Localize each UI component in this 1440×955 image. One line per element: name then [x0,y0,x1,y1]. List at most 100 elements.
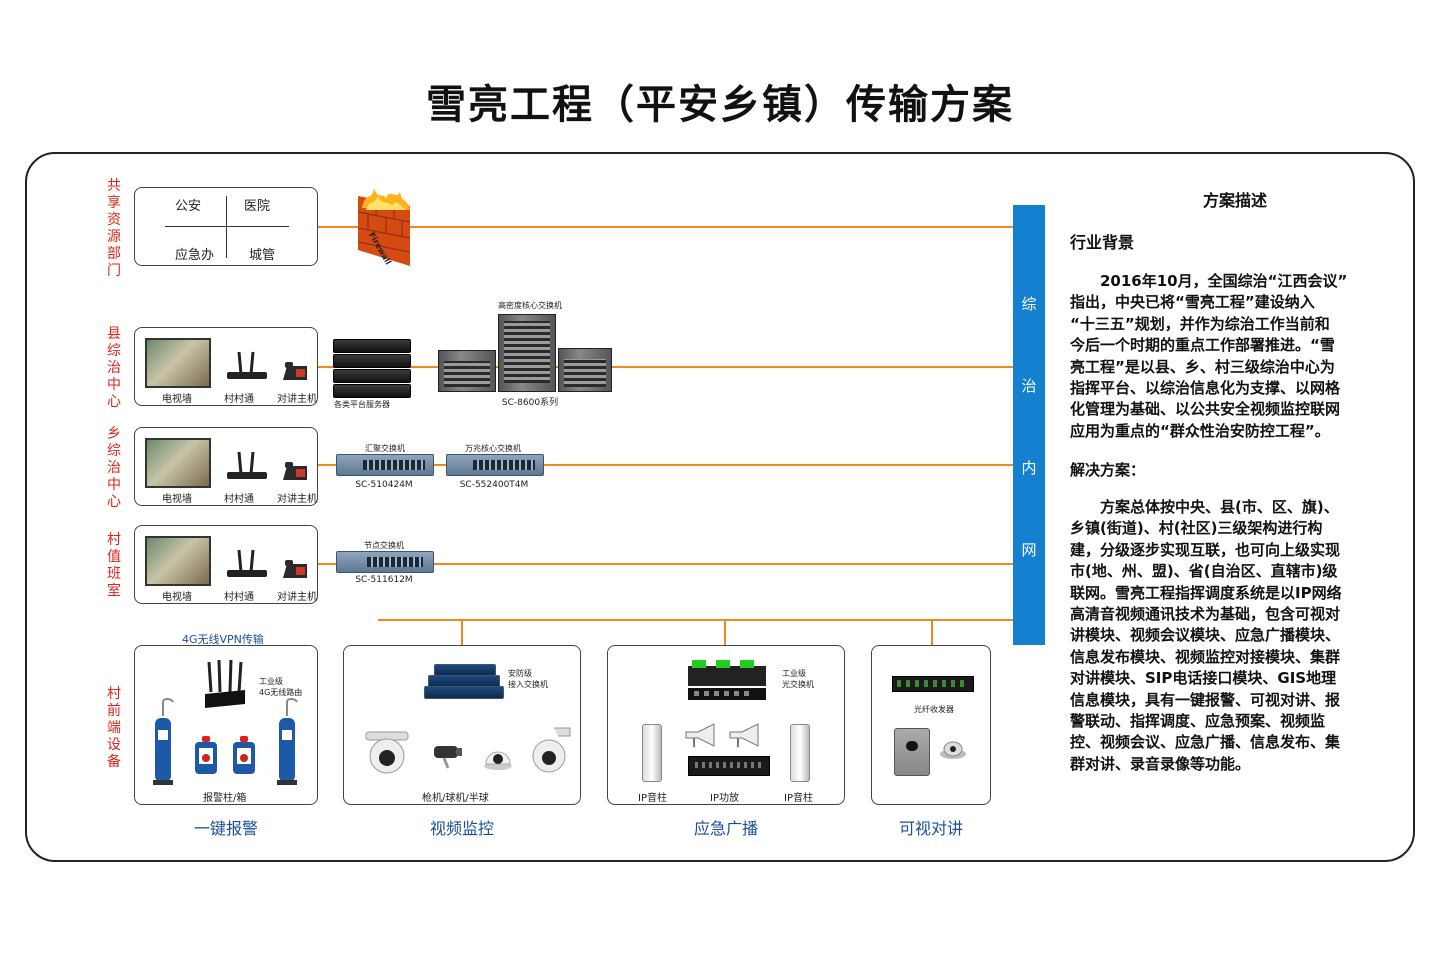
dept-emergency: 应急办 [175,248,215,263]
solution-line: 控、视频会议、应急广播、信息发布、集 [1070,733,1341,752]
video-wall-icon [145,536,211,586]
ten-gig-switch-icon [446,454,544,476]
core-switch-title: 高密度核心交换机 [498,301,562,310]
speed-dome-camera-icon [362,728,412,776]
link-county [318,366,1014,368]
background-line: 指挥平台、以综治信息化为支撑、以网格 [1070,379,1341,398]
solution-line: 信息模块，具有一键报警、可视对讲、报 [1070,690,1341,709]
core-chassis-left-icon [438,350,496,392]
link-drop-pa [724,619,726,645]
terminal-label-intercom: 对讲主机 [277,394,317,405]
microphone-icon [223,548,271,578]
vpn-label: 4G无线VPN传输 [182,633,264,646]
alarm-pillar-icon [275,696,299,786]
microphone-icon [223,450,271,480]
terminal-label-broadcast: 村村通 [224,592,254,603]
row-label-shared: 共享资源部门 [107,178,121,279]
horn-speaker-icon [684,722,724,748]
server-stack-icon [333,339,411,398]
node-switch-icon [336,551,434,573]
pa-label-amplifier: IP功放 [710,793,739,804]
background-line: 化管理为基础、以公共安全视频监控联网 [1070,400,1341,419]
solution-line: 市(地、州、盟)、省(自治区、直辖市)级 [1070,562,1338,581]
phone-icon [281,360,309,382]
agg-switch-title: 汇聚交换机 [365,444,405,453]
terminal-label-intercom: 对讲主机 [277,592,317,603]
column-speaker-icon [642,724,662,782]
row-label-town: 乡综治中心 [107,426,121,510]
solution-line: 讲模块、视频会议模块、应急广播模块、 [1070,626,1341,645]
bus-char-2: 治 [1021,377,1037,395]
alarm-box-icon [231,736,257,776]
ptz-camera-icon [524,726,574,776]
bus-char-1: 综 [1021,295,1037,313]
background-line: 指出，中央已将“雪亮工程”建设纳入 [1070,293,1315,312]
video-wall-icon [145,338,211,388]
background-line: 2016年10月，全国综治“江西会议” [1070,272,1348,290]
dept-box: 公安 医院 应急办 城管 [134,187,318,266]
category-broadcast: 应急广播 [693,819,758,838]
column-speaker-icon [790,724,810,782]
county-terminal-box: 电视墙 村村通 对讲主机 [134,327,318,406]
fiber-switch-label: 工业级 光交换机 [782,669,814,689]
town-terminal-box: 电视墙 村村通 对讲主机 [134,427,318,506]
core-chassis-large-icon [498,314,556,392]
background-line: 今后一个时期的重点工作部署推进。“雪 [1070,336,1335,355]
node-switch-model: SC-511612M [355,575,413,585]
solution-line: 警联动、指挥调度、应急预案、视频监 [1070,712,1326,731]
link-village [318,563,1014,565]
pa-label-speaker-right: IP音柱 [784,793,813,804]
link-drop-video [461,619,463,645]
video-wall-icon [145,438,211,488]
category-alarm: 一键报警 [193,819,258,838]
solution-title: 解决方案： [1070,461,1146,479]
solution-line: 方案总体按中央、县(市、区、旗)、 [1070,498,1339,516]
terminal-label-wall: 电视墙 [162,592,192,603]
terminal-label-wall: 电视墙 [162,394,192,405]
link-town [318,464,1014,466]
microphone-icon [223,350,271,380]
background-line: 应用为重点的“群众性治安防控工程”。 [1070,421,1330,440]
row-label-village: 村值班室 [107,532,121,599]
agg-switch-model: SC-510424M [355,480,413,490]
ten-gig-switch-model: SC-552400T4M [459,480,529,490]
solution-line: 建，分级逐步实现互联，也可向上级实现 [1070,540,1341,559]
terminal-label-wall: 电视墙 [162,494,192,505]
dept-divider-v [226,196,227,258]
background-line: “十三五”规划，并作为综治工作当前和 [1070,314,1330,333]
solution-line: 对讲模块、SIP电话接口模块、GIS地理 [1070,669,1337,688]
solution-line: 群对讲、录音录像等功能。 [1070,754,1251,773]
bus-char-4: 网 [1021,541,1037,559]
video-box: 安防级 接入交换机 枪机/球机/半球 [343,645,581,805]
terminal-label-intercom: 对讲主机 [277,494,317,505]
camera-label: 枪机/球机/半球 [422,793,489,804]
pa-label-speaker-left: IP音柱 [638,793,667,804]
pa-box: 工业级 光交换机 IP音柱 IP功放 IP音柱 [607,645,845,805]
fiber-switch-icon [686,660,768,702]
horn-speaker-icon [728,722,768,748]
solution-text: 方案总体按中央、县(市、区、旗)、 乡镇(街道)、村(社区)三级架构进行构 建，… [1070,497,1405,775]
background-title: 行业背景 [1070,233,1135,252]
firewall-icon: Firewall [352,188,416,268]
node-switch-title: 节点交换机 [364,541,404,550]
bullet-camera-icon [432,742,464,772]
dept-divider-h [165,226,289,227]
intercom-box: 光纤收发器 [871,645,991,805]
background-line: 亮工程”是以县、乡、村三级综治中心为 [1070,357,1335,376]
fiber-transceiver-icon [892,676,974,692]
desktop-intercom-icon [938,738,968,760]
intercom-panel-icon [894,728,930,776]
alarm-box-icon [193,736,219,776]
agg-switch-icon [336,454,434,476]
phone-icon [281,460,309,482]
amplifier-icon [688,756,770,776]
row-label-frontend: 村前端设备 [107,686,121,770]
terminal-label-broadcast: 村村通 [224,394,254,405]
alarm-label: 报警柱/箱 [203,793,247,804]
category-video: 视频监控 [429,819,494,838]
link-shared [318,226,1014,228]
alarm-box: 工业级 4G无线路由 报警柱/箱 [134,645,318,805]
router-icon [203,659,247,710]
ten-gig-switch-title: 万兆核心交换机 [465,444,521,453]
dept-hospital: 医院 [244,199,271,214]
